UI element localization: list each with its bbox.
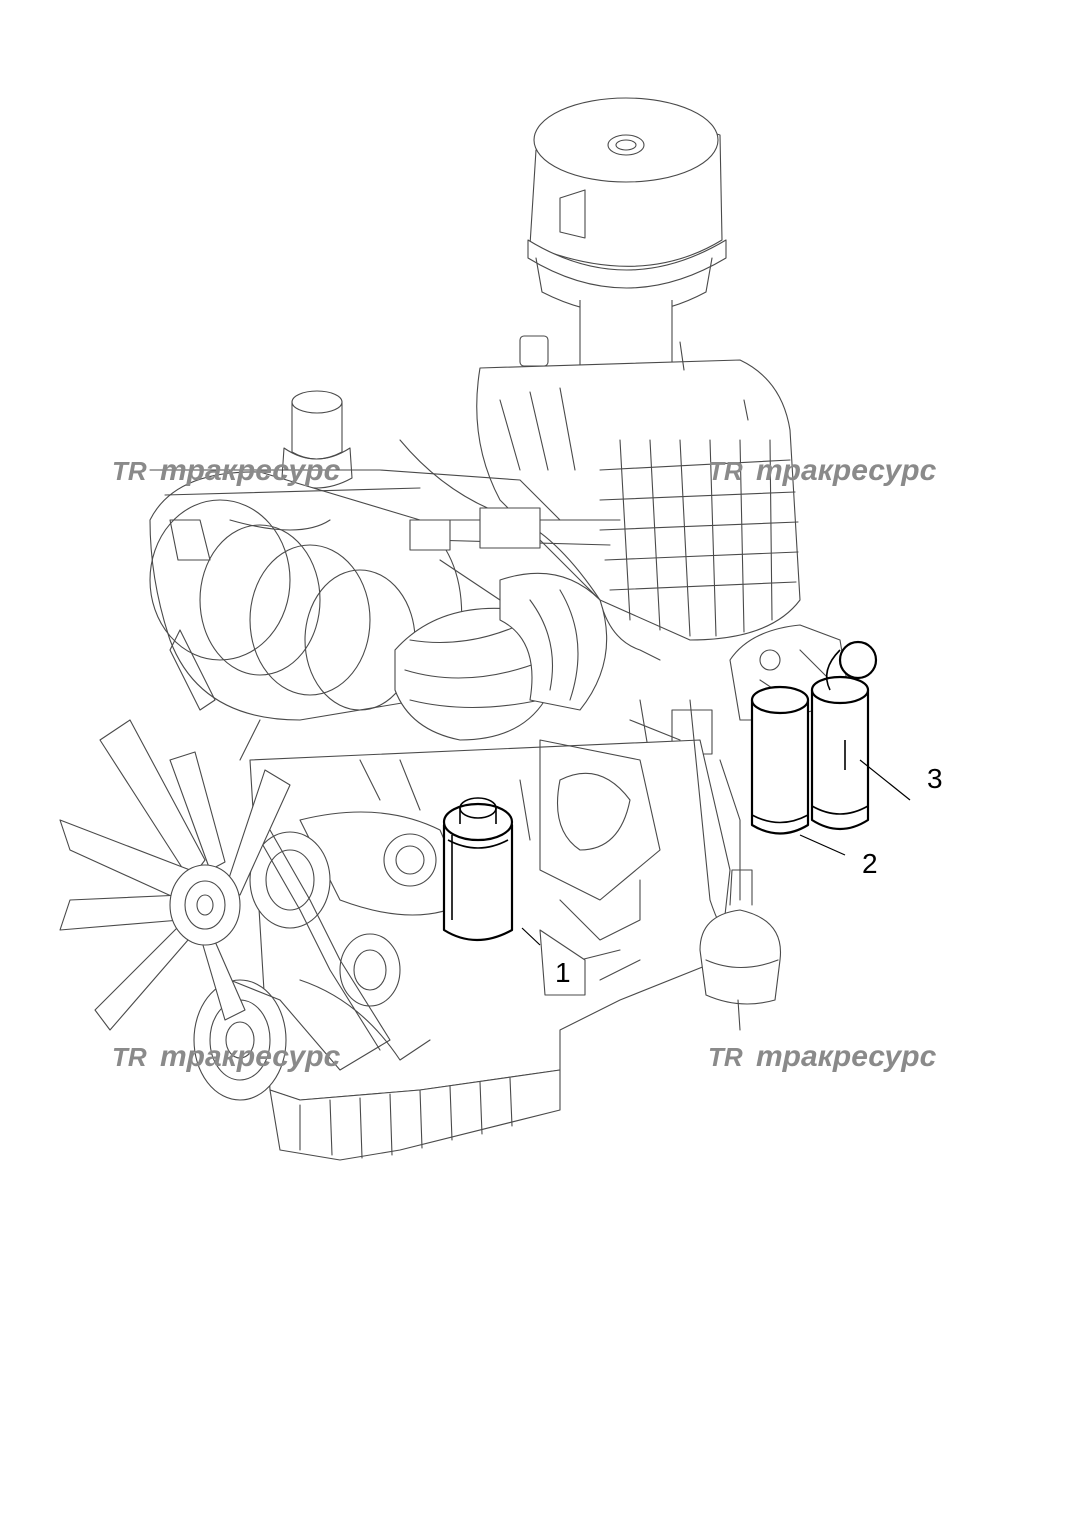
watermark-logo: TR — [112, 1042, 147, 1072]
oil-pan — [269, 1069, 561, 1161]
belt-drive — [193, 829, 431, 1101]
watermark-text: тракресурс — [756, 454, 937, 487]
callout-3: 3 — [927, 763, 943, 794]
callout-2: 2 — [862, 848, 878, 879]
intake-housing — [476, 335, 801, 661]
part-3-fuel-prefilter — [810, 640, 878, 831]
cooling-fan — [59, 719, 291, 1031]
engine-mount-right — [699, 869, 782, 1031]
exhaust-outlet — [281, 390, 353, 489]
watermark-text: тракресурс — [756, 1040, 937, 1073]
watermark-top-right: TR тракресурс — [708, 454, 937, 487]
part-2-fuel-filter — [750, 685, 810, 835]
part-1-oil-filter — [442, 797, 514, 941]
callout-1-frame — [539, 929, 586, 996]
air-filter-assembly — [527, 97, 727, 412]
watermark-logo: TR — [708, 1042, 743, 1072]
watermark-top-left: TR тракресурс — [112, 454, 341, 487]
callout-leaders — [521, 759, 911, 946]
watermark-text: тракресурс — [160, 1040, 341, 1073]
watermark-bottom-right: TR тракресурс — [708, 1040, 937, 1073]
watermark-logo: TR — [708, 456, 743, 486]
watermark-bottom-left: TR тракресурс — [112, 1040, 341, 1073]
callout-1: 1 — [555, 957, 571, 988]
aftertreatment-canister — [149, 469, 463, 761]
watermark-logo: TR — [112, 456, 147, 486]
watermark-text: тракресурс — [160, 454, 341, 487]
turbo-intake-elbow — [394, 519, 621, 741]
